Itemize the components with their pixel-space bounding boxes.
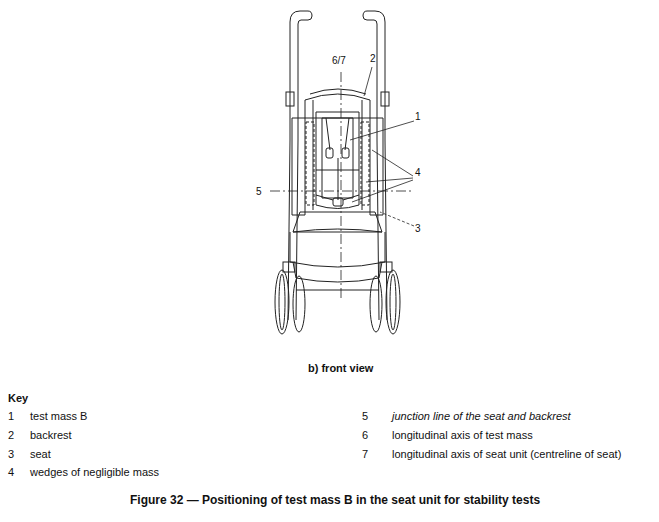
key-heading: Key bbox=[8, 392, 28, 405]
callout-number: 5 bbox=[256, 185, 262, 198]
key-number: 2 bbox=[8, 429, 14, 442]
callout-number: 6/7 bbox=[332, 54, 346, 67]
key-text: seat bbox=[30, 448, 51, 461]
figure-caption: Figure 32 — Positioning of test mass B i… bbox=[130, 494, 540, 507]
callout-number: 2 bbox=[370, 52, 376, 65]
key-text: wedges of negligible mass bbox=[30, 466, 159, 479]
key-number: 4 bbox=[8, 466, 14, 479]
key-text: backrest bbox=[30, 429, 72, 442]
key-text: junction line of the seat and backrest bbox=[392, 410, 571, 423]
key-text: longitudinal axis of seat unit (centreli… bbox=[392, 448, 621, 461]
callout-number: 3 bbox=[415, 222, 421, 235]
key-number: 1 bbox=[8, 410, 14, 423]
callout-number: 1 bbox=[415, 110, 421, 123]
callout-number: 4 bbox=[415, 166, 421, 179]
key-number: 3 bbox=[8, 448, 14, 461]
key-number: 6 bbox=[362, 429, 368, 442]
key-text: test mass B bbox=[30, 410, 87, 423]
key-number: 7 bbox=[362, 448, 368, 461]
key-text: longitudinal axis of test mass bbox=[392, 429, 533, 442]
key-number: 5 bbox=[362, 410, 368, 423]
view-label: b) front view bbox=[308, 362, 373, 375]
